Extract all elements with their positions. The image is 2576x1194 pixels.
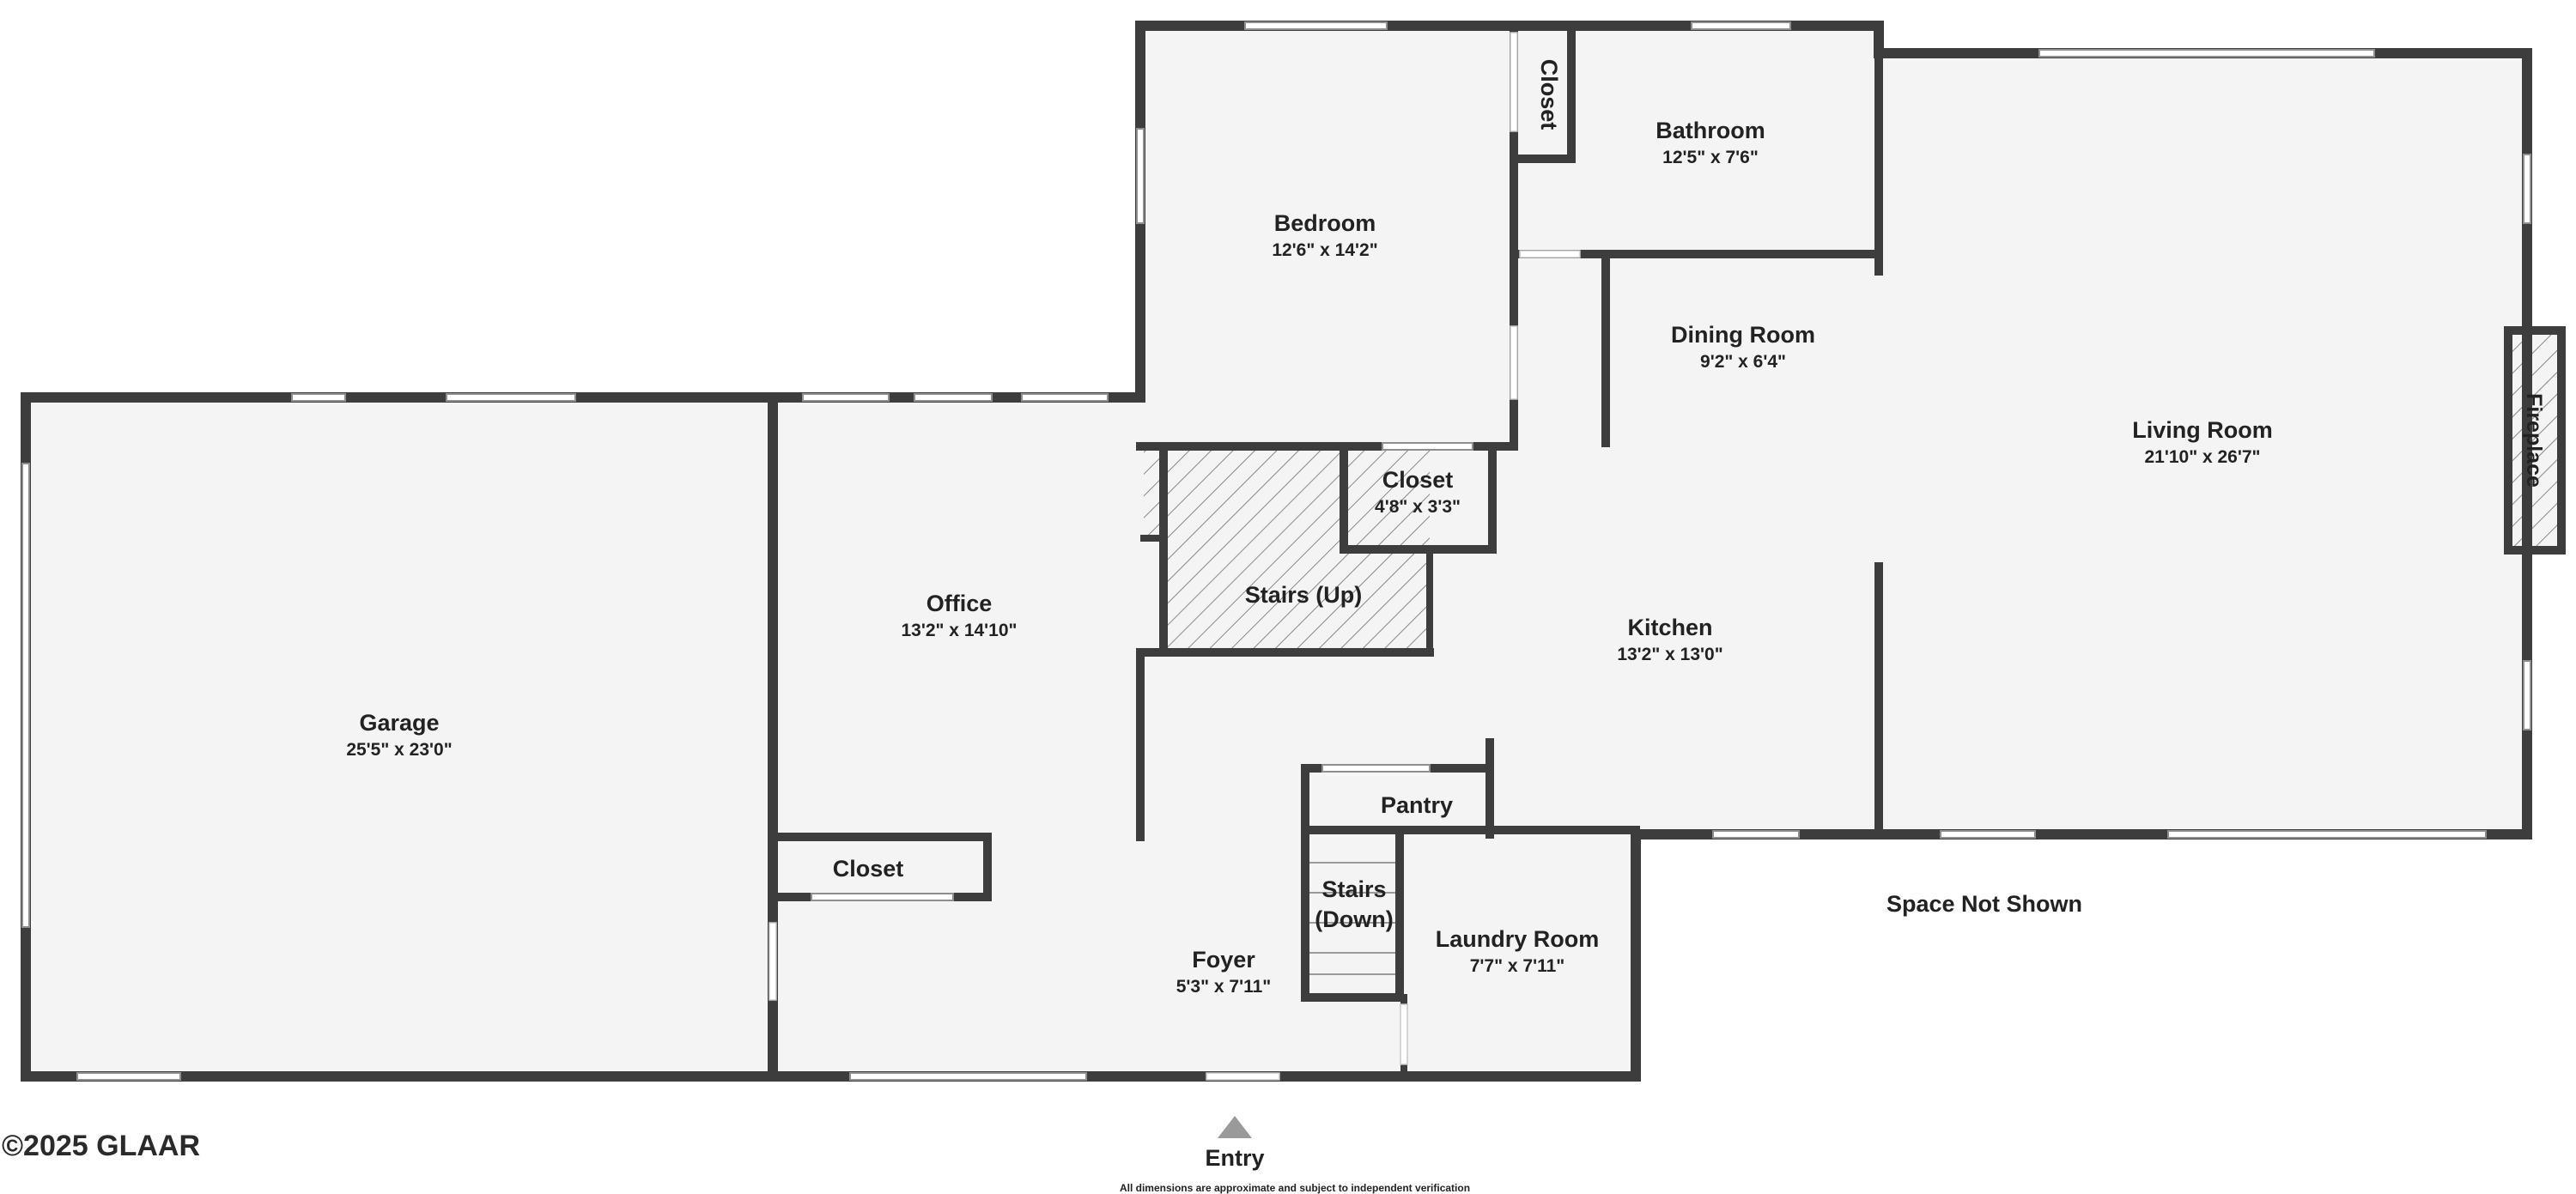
room-labels: Garage 25'5" x 23'0" Office 13'2" x 14'1… xyxy=(2,59,2546,1194)
office-closet-name: Closet xyxy=(833,856,904,882)
window xyxy=(1136,128,1145,224)
office-floor xyxy=(773,397,1140,1076)
entry-label: Entry xyxy=(1205,1145,1264,1171)
stairs-down-treads xyxy=(1309,862,1395,975)
garage-dims: 25'5" x 23'0" xyxy=(346,740,452,760)
window xyxy=(1712,830,1800,839)
disclaimer-text: All dimensions are approximate and subje… xyxy=(1120,1182,1470,1194)
laundry-room-name: Laundry Room xyxy=(1436,926,1600,952)
window xyxy=(914,393,993,402)
entry-door xyxy=(1206,1072,1280,1081)
window xyxy=(1244,21,1388,30)
window xyxy=(2523,154,2531,224)
living-room-floor xyxy=(1879,53,2527,834)
dining-room-name: Dining Room xyxy=(1671,322,1815,348)
window xyxy=(21,463,30,928)
doorway xyxy=(1519,250,1581,258)
bedroom-name: Bedroom xyxy=(1274,210,1376,236)
window xyxy=(1321,764,1431,773)
window xyxy=(849,1072,1087,1081)
laundry-room-dims: 7'7" x 7'11" xyxy=(1470,956,1565,976)
office-dims: 13'2" x 14'10" xyxy=(901,621,1017,640)
doorway xyxy=(769,922,777,1001)
window xyxy=(76,1072,181,1081)
doorway xyxy=(1510,325,1518,400)
windows xyxy=(21,21,2531,1081)
floor-areas xyxy=(26,26,2561,1076)
copyright-text: ©2025 GLAAR xyxy=(2,1130,200,1162)
pantry-name: Pantry xyxy=(1381,792,1453,818)
hall-closet-name: Closet xyxy=(1382,467,1454,493)
garage-floor xyxy=(26,397,773,1076)
window xyxy=(811,893,954,901)
laundry-floor xyxy=(1404,834,1636,1076)
fireplace-hatch xyxy=(2512,333,2561,548)
foyer-dims: 5'3" x 7'11" xyxy=(1176,977,1272,997)
kitchen-name: Kitchen xyxy=(1627,615,1712,640)
window xyxy=(1940,830,2036,839)
window xyxy=(2038,49,2375,58)
garage-name: Garage xyxy=(359,710,439,736)
window xyxy=(802,393,890,402)
bedroom-dims: 12'6" x 14'2" xyxy=(1272,240,1377,260)
small-hatch xyxy=(1144,448,1161,538)
hall-closet-dims: 4'8" x 3'3" xyxy=(1375,497,1461,517)
space-not-shown-label: Space Not Shown xyxy=(1886,891,2082,917)
doorway xyxy=(1510,32,1518,132)
stairs-down-name-1: Stairs xyxy=(1321,876,1386,902)
entry-arrow-icon xyxy=(1218,1116,1252,1138)
bathroom-dims: 12'5" x 7'6" xyxy=(1662,148,1759,167)
window xyxy=(1691,21,1791,30)
bedroom-closet-name: Closet xyxy=(1536,59,1562,130)
foyer-name: Foyer xyxy=(1192,947,1255,973)
dining-room-dims: 9'2" x 6'4" xyxy=(1700,352,1786,372)
stairs-down-name-2: (Down) xyxy=(1315,906,1393,932)
doorway xyxy=(1400,1003,1408,1065)
office-name: Office xyxy=(927,591,993,616)
bathroom-name: Bathroom xyxy=(1656,118,1765,143)
window xyxy=(446,393,576,402)
kitchen-dims: 13'2" x 13'0" xyxy=(1617,645,1722,664)
window xyxy=(2523,660,2531,730)
fireplace-name: Fireplace xyxy=(2522,393,2546,488)
dining-floor xyxy=(1514,254,1879,417)
window xyxy=(1021,393,1109,402)
living-room-name: Living Room xyxy=(2132,417,2273,443)
living-room-dims: 21'10" x 26'7" xyxy=(2144,447,2260,467)
window xyxy=(2167,830,2487,839)
window xyxy=(291,393,346,402)
stairs-up-name: Stairs (Up) xyxy=(1245,582,1363,608)
window xyxy=(1382,442,1473,451)
bedroom-floor xyxy=(1140,26,1514,446)
